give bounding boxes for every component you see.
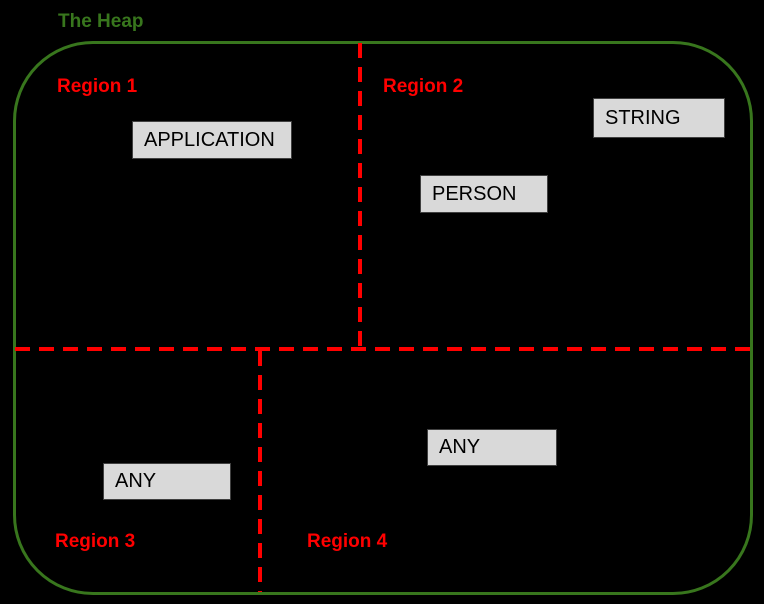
region-label-3: Region 3 [55,531,136,552]
node-person: PERSON [420,175,548,213]
node-string: STRING [593,98,725,138]
region-label-4: Region 4 [307,531,388,552]
node-any-region3: ANY [103,463,231,500]
heap-title: The Heap [58,11,144,32]
region-label-2: Region 2 [383,76,464,97]
region-label-1: Region 1 [57,76,138,97]
node-application: APPLICATION [132,121,292,159]
heap-boundary [13,41,753,595]
node-any-region4: ANY [427,429,557,466]
